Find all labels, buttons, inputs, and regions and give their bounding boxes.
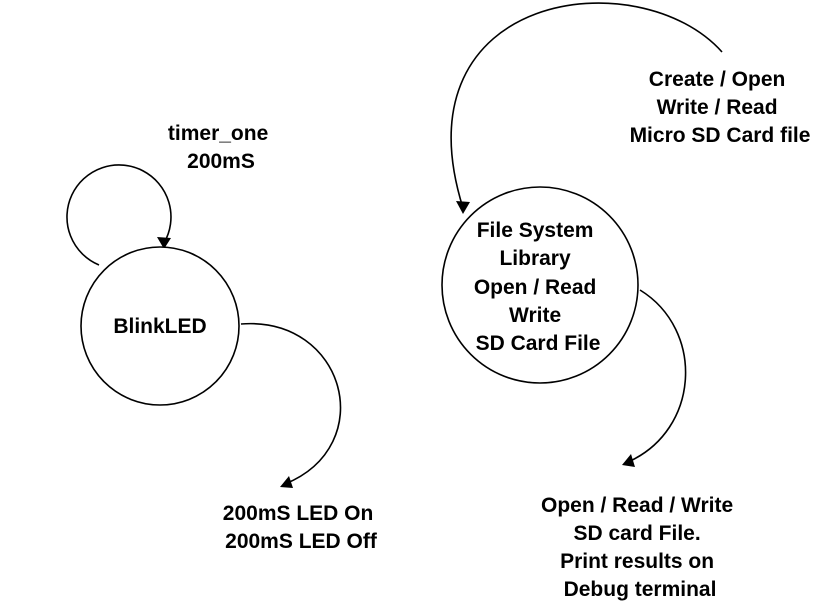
- sd-input-annotation-line: Create / Open: [649, 68, 786, 91]
- led-output-arrowhead: [280, 476, 293, 488]
- sd-output-annotation-line: Open / Read / Write: [541, 494, 733, 517]
- sd-output-annotation-line: Print results on: [560, 550, 714, 573]
- timer-annotation-line: 200mS: [187, 150, 255, 173]
- sd-output-annotation: Open / Read / Write SD card File. Print …: [541, 494, 739, 601]
- sd-output-annotation-line: SD card File.: [573, 522, 700, 545]
- timer-loop-arrowhead: [157, 237, 171, 249]
- file-system-node-label-line: File System: [477, 219, 594, 242]
- sd-input-annotation: Create / Open Write / Read Micro SD Card…: [630, 68, 811, 147]
- sd-input-annotation-line: Micro SD Card file: [630, 124, 811, 147]
- file-system-node-label-line: SD Card File: [476, 332, 601, 355]
- led-output-annotation: 200mS LED On 200mS LED Off: [223, 502, 379, 553]
- timer-loop-arc: [66, 164, 172, 266]
- file-system-node-label-line: Write: [509, 304, 561, 327]
- sd-output-arc: [627, 289, 687, 463]
- file-system-node-label-line: Library: [499, 247, 571, 270]
- led-output-annotation-line: 200mS LED On: [223, 502, 374, 525]
- blinkled-node-label: BlinkLED: [113, 315, 206, 338]
- sd-input-annotation-line: Write / Read: [657, 96, 778, 119]
- file-system-node-label: File System Library Open / Read Write SD…: [474, 219, 602, 355]
- sd-output-arrowhead: [622, 454, 635, 467]
- file-system-node-label-line: Open / Read: [474, 276, 597, 299]
- led-output-annotation-line: 200mS LED Off: [225, 530, 378, 553]
- sd-output-annotation-line: Debug terminal: [564, 578, 717, 601]
- sd-input-arrowhead: [456, 201, 470, 214]
- blinkled-node-circle: [80, 246, 240, 406]
- file-system-node-circle: [441, 186, 639, 384]
- sd-input-arc: [450, 2, 723, 209]
- timer-annotation-line: timer_one: [168, 122, 268, 145]
- led-output-arc: [240, 323, 342, 485]
- timer-annotation: timer_one 200mS: [168, 122, 274, 173]
